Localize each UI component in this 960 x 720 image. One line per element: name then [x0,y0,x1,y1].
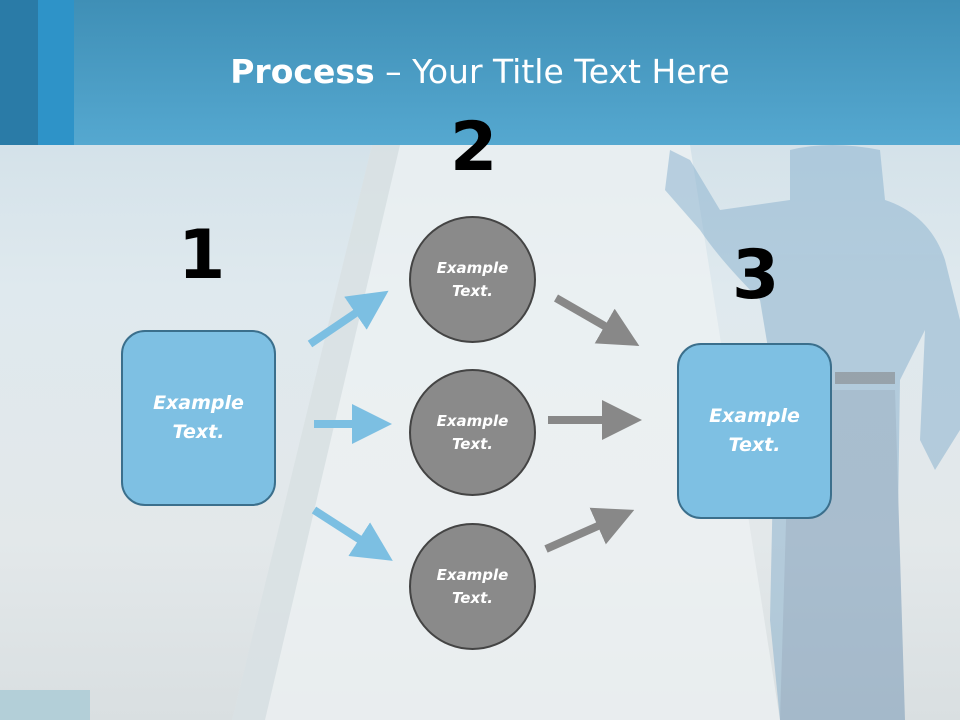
step-1-text: Example Text. [153,392,244,443]
circle-middle[interactable]: Example Text. [409,369,536,496]
header-accent-light [38,0,74,145]
circle-bottom-text: Example Text. [436,565,509,607]
slide-title: Process – Your Title Text Here [0,52,960,91]
circle-top-text: Example Text. [436,258,509,300]
header-bar: Process – Your Title Text Here [0,0,960,145]
step-3-text: Example Text. [709,405,800,456]
arrow-gray-down [554,294,640,346]
step-number-2: 2 [450,108,498,187]
arrow-blue-down [311,506,393,561]
page-curl-shadow [232,145,400,720]
step-number-1: 1 [178,216,226,295]
title-rest: – Your Title Text Here [374,52,730,91]
circle-bottom[interactable]: Example Text. [409,523,536,650]
header-accent-dark [0,0,38,145]
title-bold: Process [230,52,375,91]
step-3-box[interactable]: Example Text. [677,343,832,519]
circle-middle-text: Example Text. [436,411,509,453]
circle-top[interactable]: Example Text. [409,216,536,343]
arrow-gray-up [544,507,635,553]
step-number-3: 3 [732,236,780,315]
step-1-box[interactable]: Example Text. [121,330,276,506]
sea [0,690,90,720]
arrow-blue-up [307,290,389,348]
